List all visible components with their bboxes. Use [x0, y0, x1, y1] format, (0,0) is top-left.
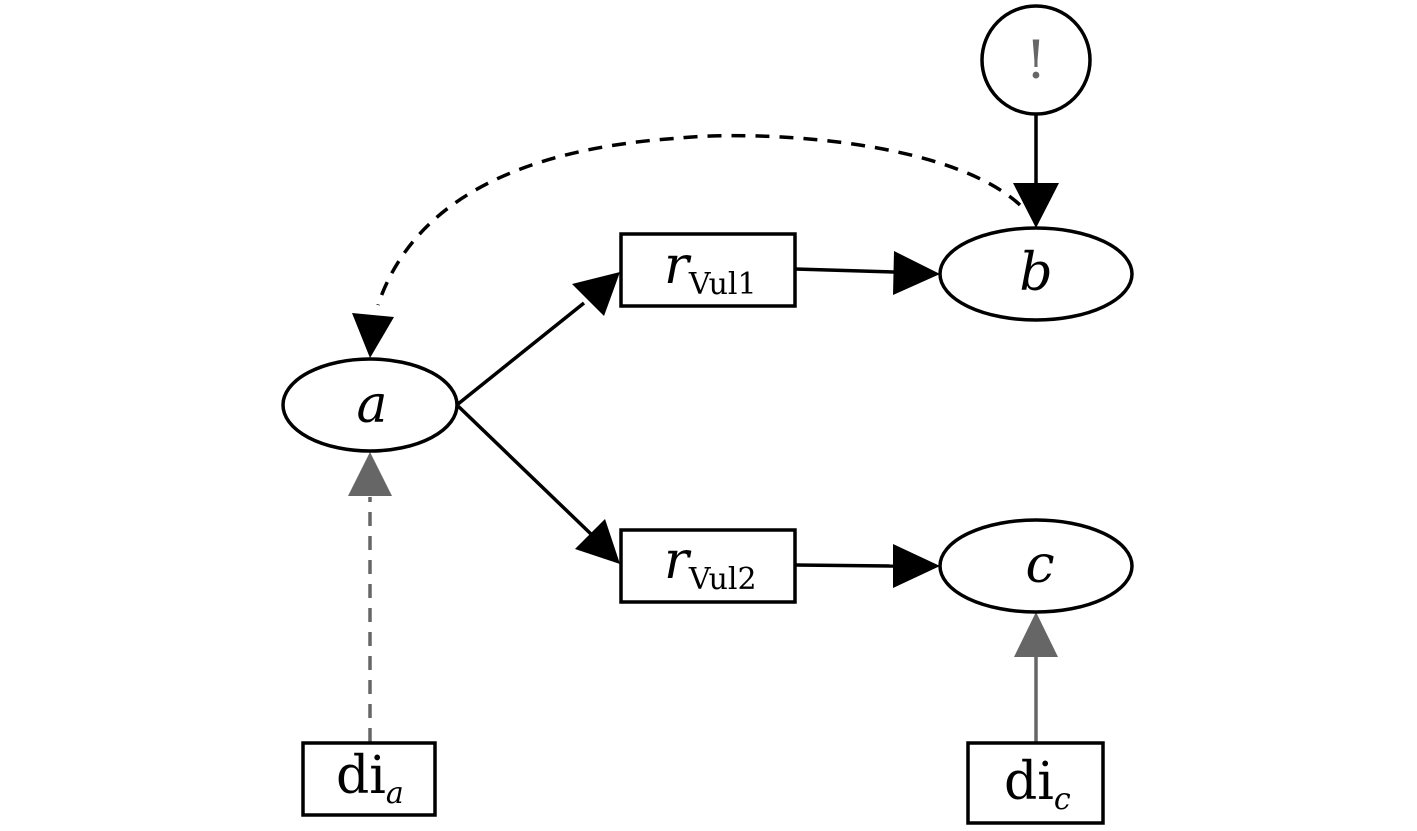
node-a: a	[281, 357, 459, 453]
edge-a-to-r-vul2	[456, 404, 620, 564]
node-r-vul2-subscript: Vul2	[688, 562, 757, 597]
node-c: c	[938, 518, 1134, 614]
node-di-a-label: dia	[336, 746, 404, 811]
node-di-a-subscript: a	[386, 776, 404, 811]
node-di-c-main: di	[1004, 752, 1054, 812]
node-r-vul2-main: r	[664, 531, 692, 591]
edge-exclamation-to-b	[1013, 114, 1059, 228]
edge-r-vul2-to-c	[794, 544, 940, 588]
node-c-label: c	[1025, 535, 1054, 595]
edge-di-c-to-c	[1014, 612, 1058, 742]
node-r-vul2-label: rVul2	[664, 531, 757, 597]
node-r-vul1-label: rVul1	[664, 236, 757, 302]
edge-b-to-a-dashed	[352, 133, 1022, 358]
node-di-c-subscript: c	[1054, 782, 1071, 817]
node-b-label: b	[1019, 243, 1052, 303]
node-r-vul1-main: r	[664, 236, 692, 296]
node-di-a: dia	[301, 741, 437, 817]
node-exclamation-label: !	[1026, 31, 1047, 91]
node-a-label: a	[356, 375, 387, 435]
node-r-vul1: rVul1	[619, 232, 797, 308]
node-di-a-main: di	[336, 746, 386, 806]
node-r-vul1-subscript: Vul1	[688, 267, 757, 302]
node-r-vul2: rVul2	[619, 528, 797, 604]
edge-di-a-to-a-dashed	[348, 452, 392, 742]
edge-a-to-r-vul1	[456, 272, 620, 406]
node-b: b	[938, 226, 1134, 322]
node-exclamation: !	[980, 4, 1092, 116]
node-di-c: dic	[966, 741, 1105, 825]
edge-r-vul1-to-b	[794, 251, 940, 295]
node-di-c-label: dic	[1004, 752, 1071, 817]
